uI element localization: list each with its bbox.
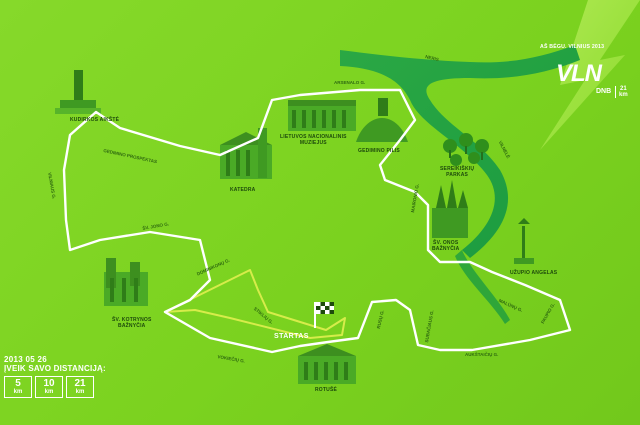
vln-logo: VLN: [556, 60, 602, 87]
landmark-kudirkos: KUDIRKOS AIKŠTĖ: [70, 117, 120, 123]
route-5km-line: [164, 269, 346, 339]
tree-icon: [443, 133, 489, 166]
neris-river: [340, 45, 580, 258]
museum-label-line2: MUZIEJUS: [299, 140, 327, 146]
street-arsenalo: ARSENALO G.: [334, 80, 366, 85]
catherine-label-line1: ŠV. KOTRYNOS: [112, 317, 152, 323]
landmark-sereikiskiu: SEREIKIŠKIŲ PARKAS: [440, 166, 474, 178]
distance-selector-panel: 2013 05 26 ĮVEIK SAVO DISTANCIJĄ: 5 km 1…: [4, 355, 106, 398]
route-main-line: [62, 88, 572, 354]
landmark-gedimino-pilis: GEDIMINO PILIS: [358, 148, 400, 154]
kudirkos-tower-icon: [55, 70, 101, 114]
event-brand: AŠ BĖGU. VILNIUS 2013: [540, 44, 636, 50]
landmark-rotuse: ROTUŠĖ: [315, 387, 338, 393]
distance-number: 10: [43, 377, 55, 389]
st-anne-church-icon: [432, 180, 468, 238]
street-aukstaiciu: AUKŠTAIČIŲ G.: [465, 352, 499, 357]
catherine-label-line2: BAŽNYČIA: [118, 323, 146, 329]
st-catherine-church-icon: [104, 258, 148, 306]
lightning-bolt-decoration: [540, 0, 640, 150]
park-label-line1: SEREIKIŠKIŲ: [440, 166, 475, 172]
distance-5km-button[interactable]: 5 km: [4, 376, 32, 398]
uzupio-angel-icon: [514, 218, 534, 264]
castle-hill-icon: [356, 98, 408, 142]
anne-label-line2: BAŽNYČIA: [432, 246, 460, 252]
anne-label-line1: ŠV. ONOS: [433, 240, 459, 246]
badge-unit: km: [619, 92, 628, 98]
distance-number: 5: [15, 377, 21, 389]
sponsor-logo: DNB: [596, 88, 612, 95]
landmark-st-catherine: ŠV. KOTRYNOS BAŽNYČIA: [112, 317, 152, 329]
start-label: STARTAS: [274, 333, 309, 340]
distance-unit: km: [44, 388, 54, 395]
start-flag-icon: [314, 302, 334, 328]
museum-building-icon: [288, 100, 356, 131]
museum-label-line1: LIETUVOS NACIONALINIS: [280, 134, 347, 140]
distance-unit: km: [13, 388, 23, 395]
town-hall-icon: [298, 344, 356, 384]
event-title: AŠ BĖGU. VILNIUS 2013: [540, 44, 605, 50]
landmark-st-anne: ŠV. ONOS BAŽNYČIA: [432, 240, 459, 252]
landmark-museum: LIETUVOS NACIONALINIS MUZIEJUS: [280, 134, 347, 146]
distance-badge: 21 km: [615, 86, 628, 98]
vilnele-river: [455, 250, 510, 324]
distance-unit: km: [75, 388, 85, 395]
choose-distance-label: ĮVEIK SAVO DISTANCIJĄ:: [4, 364, 106, 373]
park-label-line2: PARKAS: [446, 172, 469, 178]
badge-number: 21: [619, 86, 627, 92]
distance-number: 21: [74, 377, 86, 389]
landmark-uzupio: UŽUPIO ANGELAS: [510, 270, 558, 276]
distance-21km-button[interactable]: 21 km: [66, 376, 94, 398]
event-date: 2013 05 26: [4, 355, 48, 364]
landmark-katedra: KATEDRA: [230, 187, 256, 193]
distance-buttons: 5 km 10 km 21 km: [4, 376, 106, 398]
cathedral-icon: [220, 128, 272, 179]
distance-10km-button[interactable]: 10 km: [35, 376, 63, 398]
